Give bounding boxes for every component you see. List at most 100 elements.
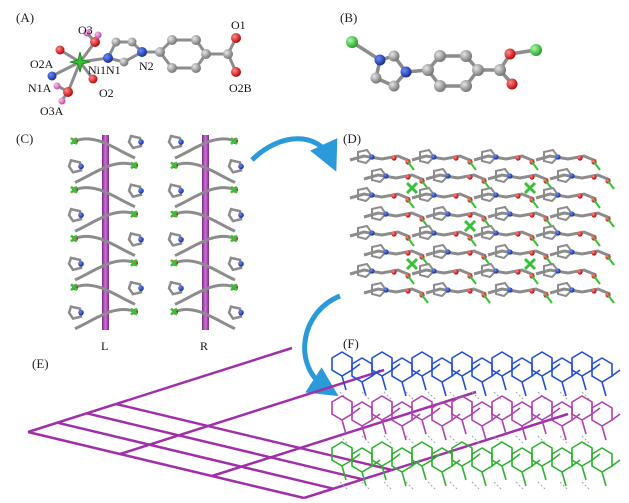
network-linker [535, 148, 601, 171]
helix-right-label: R [200, 339, 208, 353]
network-linker [535, 186, 601, 209]
hbond-link [559, 435, 569, 445]
helix-ligand-turn [70, 280, 144, 306]
hbond-link [471, 391, 481, 401]
network-ni-node [523, 181, 537, 195]
network-linker [549, 205, 615, 228]
hbond-link [537, 481, 547, 491]
hbond-link [339, 481, 349, 491]
grid-line [115, 402, 393, 472]
network-linker [411, 224, 477, 247]
helix-ligand-turn [67, 158, 138, 184]
panel-f: (F) [331, 336, 621, 491]
hbond-link [361, 391, 371, 401]
panel-b-atoms [346, 36, 542, 92]
grid-line [27, 346, 293, 434]
hbond-link [471, 481, 481, 491]
label-o2: O2 [99, 86, 114, 100]
hbond-link [427, 435, 437, 445]
hbond-link [383, 481, 393, 491]
network-linker [411, 262, 477, 285]
label-ni1n1: Ni1N1 [88, 63, 121, 77]
network-linker [349, 224, 415, 247]
panel-b-label: (B) [340, 10, 357, 25]
network-linker [363, 243, 429, 266]
hbond-link [581, 481, 591, 491]
helix-ligand-turn [170, 256, 244, 282]
helix-ligand-turn [170, 207, 244, 233]
network-linker [535, 224, 601, 247]
hbond-link [405, 391, 415, 401]
hbond-link [427, 391, 437, 401]
network-linker [363, 167, 429, 190]
layer-blue [331, 351, 621, 397]
helix-left-label: L [101, 339, 108, 353]
helix-ligand-turn [167, 134, 238, 160]
network-linker [349, 262, 415, 285]
network-linker [425, 167, 491, 190]
layer-network [349, 148, 615, 304]
helix-ligand-turn [70, 183, 144, 209]
network-linker [363, 205, 429, 228]
network-linker [487, 243, 553, 266]
panel-b: (B) [340, 10, 542, 92]
hbond-link [581, 435, 591, 445]
layer-magenta [331, 395, 621, 441]
network-linker [425, 243, 491, 266]
network-linker [411, 148, 477, 171]
helix-left [67, 134, 144, 331]
helix-ligand-turn [70, 134, 144, 160]
network-linker [349, 186, 415, 209]
square-grid-net [27, 346, 569, 500]
panel-e: (E) [27, 346, 569, 500]
hbond-link [559, 391, 569, 401]
hbond-link [361, 435, 371, 445]
label-o3: O3 [78, 23, 93, 37]
grid-line [57, 421, 334, 490]
network-linker [487, 281, 553, 304]
helix-axis-rod [102, 135, 109, 330]
grid-line [27, 430, 305, 500]
grid-line [119, 368, 385, 456]
panel-e-label: (E) [32, 356, 49, 371]
helix-ligand-turn [170, 158, 244, 184]
hbond-link [471, 435, 481, 445]
panel-c: (C) L R [16, 131, 244, 353]
hbond-link [515, 435, 525, 445]
network-linker [487, 167, 553, 190]
network-linker [363, 281, 429, 304]
hbond-link [493, 481, 503, 491]
label-o2b: O2B [229, 81, 252, 95]
hbond-link [383, 435, 393, 445]
label-n2: N2 [139, 59, 154, 73]
helix-ligand-turn [167, 232, 238, 257]
network-linker [473, 148, 539, 171]
network-linker [411, 186, 477, 209]
network-linker [425, 205, 491, 228]
panel-d: (D) [343, 131, 615, 304]
network-linker [535, 262, 601, 285]
panel-a-atoms [47, 29, 241, 105]
hbond-link [339, 435, 349, 445]
network-ni-node [405, 257, 419, 271]
helix-ligand-turn [167, 280, 238, 306]
panel-d-label: (D) [343, 131, 361, 146]
network-ni-node [405, 181, 419, 195]
helix-ligand-turn [67, 256, 138, 282]
hbond-link [515, 481, 525, 491]
label-o1: O1 [231, 18, 246, 32]
network-linker [487, 205, 553, 228]
helix-ligand-turn [67, 305, 138, 331]
hbond-link [537, 435, 547, 445]
arrow-c-to-d [250, 136, 338, 172]
hbond-link [449, 435, 459, 445]
network-linker [473, 224, 539, 247]
network-ni-node [463, 219, 477, 233]
stacked-layers [331, 351, 621, 491]
arrow-d-to-f [302, 293, 342, 397]
hbond-link [581, 391, 591, 401]
panel-a-label: (A) [16, 10, 34, 25]
network-linker [549, 167, 615, 190]
helix-ligand-turn [167, 183, 238, 209]
